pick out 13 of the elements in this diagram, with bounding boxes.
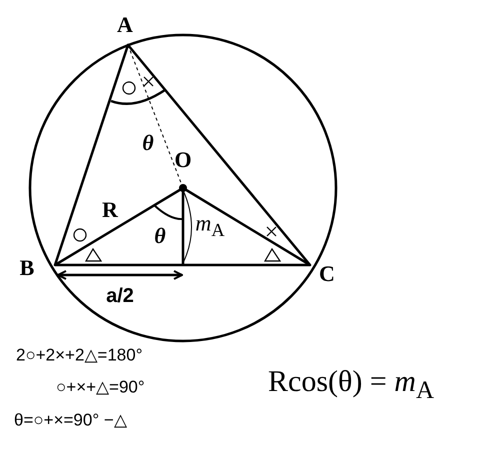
angle-label: θ [154,225,166,247]
equation: 2○+2×+2△=180° [16,346,143,364]
length-label: m$_{A}$ [195,212,225,240]
equation: ○+×+△=90° [56,378,145,396]
vertex-label: A [117,14,133,36]
vertex-label: C [319,263,335,285]
center-label: O [174,149,192,171]
radius-label: R [102,199,118,221]
vertex-label: B [20,257,34,279]
equation: θ=○+×=90° −△ [14,412,127,428]
angle-label: θ [142,132,154,154]
dimension-label: a/2 [106,286,134,306]
equation: Rcos(θ) = m$_{A}$ [268,367,434,403]
